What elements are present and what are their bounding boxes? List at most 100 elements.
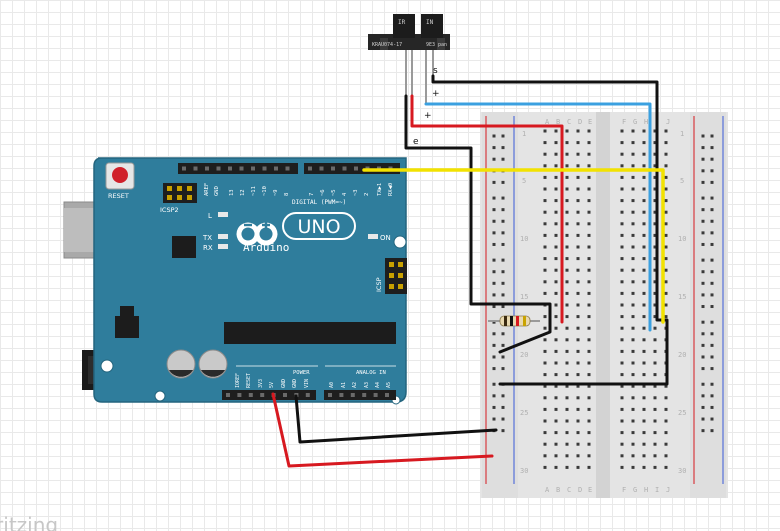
svg-text:A0: A0 bbox=[329, 382, 335, 388]
breadboard-hole bbox=[554, 407, 558, 411]
breadboard-hole bbox=[710, 180, 714, 184]
svg-text:~11: ~11 bbox=[251, 186, 257, 196]
breadboard-hole bbox=[501, 270, 505, 274]
breadboard-hole bbox=[587, 210, 591, 214]
breadboard-hole bbox=[710, 367, 714, 371]
header-pin bbox=[262, 166, 267, 171]
breadboard-hole bbox=[501, 394, 505, 398]
voltage-regulator bbox=[115, 316, 139, 338]
breadboard-hole bbox=[554, 303, 558, 307]
breadboard-hole bbox=[565, 407, 569, 411]
breadboard-hole bbox=[653, 349, 657, 353]
fritzing-watermark: fritzing bbox=[0, 513, 58, 531]
breadboard-hole bbox=[492, 180, 496, 184]
breadboard-hole bbox=[631, 257, 635, 261]
svg-text:30: 30 bbox=[678, 467, 686, 475]
breadboard-hole bbox=[653, 396, 657, 400]
svg-text:VIN: VIN bbox=[304, 379, 310, 388]
breadboard-hole bbox=[701, 208, 705, 212]
breadboard-hole bbox=[543, 407, 547, 411]
breadboard-hole bbox=[620, 210, 624, 214]
svg-text:3V3: 3V3 bbox=[258, 379, 264, 388]
breadboard-hole bbox=[642, 199, 646, 203]
breadboard-hole bbox=[554, 175, 558, 179]
breadboard-hole bbox=[631, 222, 635, 226]
breadboard-hole bbox=[701, 231, 705, 235]
breadboard-hole bbox=[664, 419, 668, 423]
breadboard-hole bbox=[501, 208, 505, 212]
breadboard-hole bbox=[587, 326, 591, 330]
breadboard-hole bbox=[576, 129, 580, 133]
breadboard-hole bbox=[664, 257, 668, 261]
svg-text:1: 1 bbox=[680, 130, 684, 138]
row-numbers: 1 5 10 15 20 25 30 1 5 10 15 20 25 30 bbox=[520, 130, 686, 475]
breadboard-hole bbox=[642, 361, 646, 365]
header-pin bbox=[205, 166, 209, 171]
breadboard-hole bbox=[620, 257, 624, 261]
breadboard-hole bbox=[701, 305, 705, 309]
breadboard-hole bbox=[664, 233, 668, 237]
header-pin bbox=[251, 166, 255, 171]
svg-text:15: 15 bbox=[520, 293, 528, 301]
svg-text:TX▶1: TX▶1 bbox=[377, 183, 383, 196]
breadboard-hole bbox=[631, 326, 635, 330]
breadboard-hole bbox=[642, 465, 646, 469]
breadboard-hole bbox=[710, 219, 714, 223]
breadboard-hole bbox=[587, 222, 591, 226]
breadboard-hole bbox=[492, 320, 496, 324]
breadboard-hole bbox=[701, 367, 705, 371]
breadboard-hole bbox=[620, 326, 624, 330]
svg-text:~6: ~6 bbox=[320, 189, 326, 196]
breadboard-hole bbox=[554, 338, 558, 342]
breadboard-hole bbox=[653, 280, 657, 284]
breadboard-hole bbox=[620, 245, 624, 249]
l-led-label: L bbox=[208, 212, 212, 220]
breadboard-hole bbox=[710, 146, 714, 150]
svg-text:8: 8 bbox=[284, 193, 290, 196]
breadboard-hole bbox=[554, 326, 558, 330]
breadboard-hole bbox=[576, 210, 580, 214]
breadboard-hole bbox=[701, 242, 705, 246]
breadboard-hole bbox=[710, 169, 714, 173]
breadboard-hole bbox=[576, 338, 580, 342]
svg-text:25: 25 bbox=[520, 409, 528, 417]
svg-text:RESET: RESET bbox=[246, 373, 252, 388]
breadboard-hole bbox=[701, 180, 705, 184]
breadboard-hole bbox=[565, 233, 569, 237]
breadboard-hole bbox=[620, 349, 624, 353]
capacitor bbox=[166, 349, 196, 379]
breadboard-hole bbox=[642, 152, 646, 156]
breadboard-hole bbox=[492, 134, 496, 138]
breadboard-hole bbox=[710, 394, 714, 398]
svg-text:20: 20 bbox=[520, 351, 528, 359]
breadboard-hole bbox=[501, 231, 505, 235]
breadboard-hole bbox=[631, 442, 635, 446]
svg-text:G: G bbox=[633, 486, 637, 494]
breadboard-hole bbox=[620, 465, 624, 469]
right-power-rail bbox=[690, 112, 726, 498]
breadboard-hole bbox=[565, 175, 569, 179]
breadboard-hole bbox=[554, 233, 558, 237]
header-pin bbox=[308, 166, 312, 171]
analog-label: ANALOG IN bbox=[356, 370, 386, 376]
breadboard-hole bbox=[576, 222, 580, 226]
breadboard-hole bbox=[576, 257, 580, 261]
breadboard-hole bbox=[587, 152, 591, 156]
header-pin bbox=[182, 166, 186, 171]
header-pin bbox=[354, 166, 358, 171]
breadboard-hole bbox=[653, 129, 657, 133]
power-label: POWER bbox=[293, 370, 310, 376]
breadboard-hole bbox=[543, 396, 547, 400]
header-pin bbox=[362, 393, 367, 397]
rx-label: RX bbox=[203, 244, 213, 252]
breadboard-hole bbox=[501, 219, 505, 223]
breadboard-hole bbox=[620, 338, 624, 342]
breadboard-hole bbox=[576, 152, 580, 156]
mounting-hole bbox=[100, 359, 114, 373]
svg-text:A: A bbox=[545, 486, 550, 494]
breadboard-hole bbox=[631, 396, 635, 400]
breadboard-hole bbox=[492, 258, 496, 262]
breadboard-hole bbox=[501, 134, 505, 138]
breadboard-hole bbox=[587, 396, 591, 400]
breadboard-hole bbox=[620, 396, 624, 400]
